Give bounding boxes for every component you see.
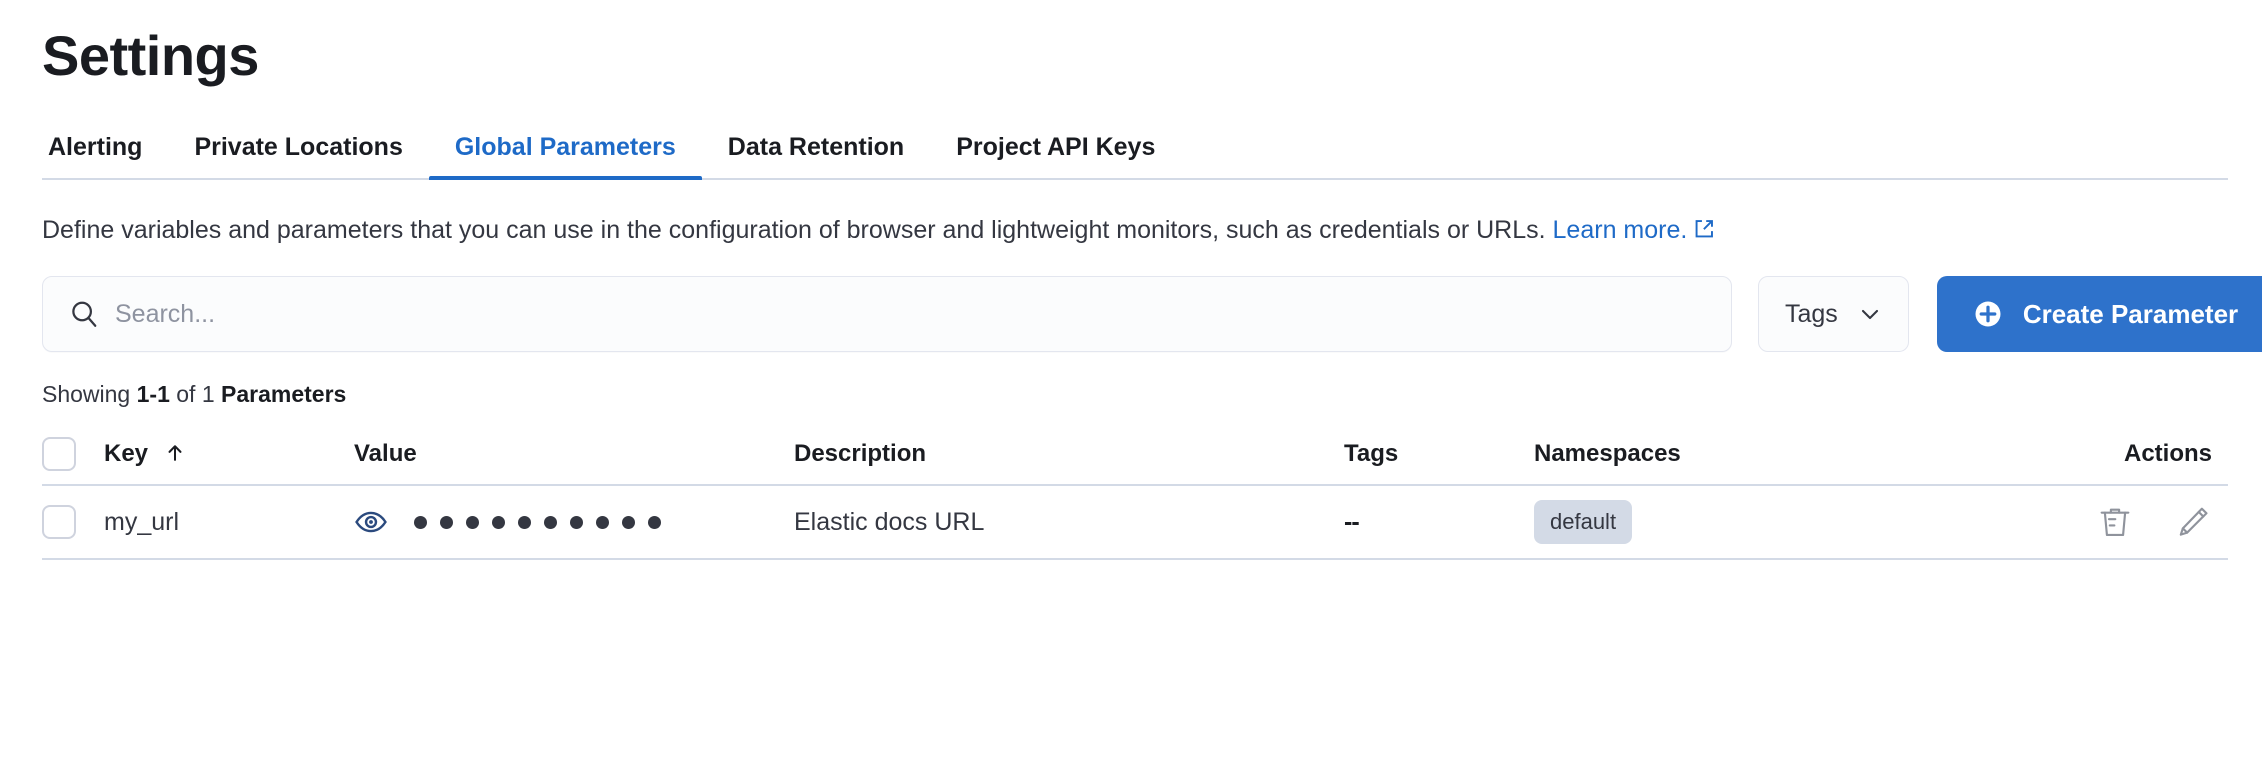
create-parameter-button[interactable]: Create Parameter — [1936, 276, 2262, 352]
column-header-value-label: Value — [354, 440, 417, 467]
column-header-actions-label: Actions — [2123, 440, 2212, 467]
tab-private-locations[interactable]: Private Locations — [168, 132, 428, 178]
table-header-row: Key Value Description Tags Namespaces — [42, 424, 2228, 486]
column-header-key[interactable]: Key — [104, 440, 354, 468]
row-select-cell — [42, 505, 104, 539]
row-select-checkbox[interactable] — [42, 505, 76, 539]
column-header-value[interactable]: Value — [354, 440, 794, 468]
column-header-key-label: Key — [104, 440, 149, 467]
tab-global-parameters[interactable]: Global Parameters — [428, 132, 702, 180]
cell-description-value: Elastic docs URL — [794, 507, 985, 536]
tab-project-api-keys-label: Project API Keys — [956, 133, 1156, 161]
cell-key: my_url — [104, 508, 354, 537]
plus-circle-icon — [1973, 299, 2003, 329]
search-input[interactable] — [113, 276, 1670, 352]
results-suffix: Parameters — [221, 381, 347, 407]
namespace-badge: default — [1534, 500, 1633, 544]
cell-tags: -- — [1344, 508, 1534, 537]
tab-data-retention-label: Data Retention — [727, 133, 905, 161]
tab-alerting[interactable]: Alerting — [42, 132, 168, 178]
description-text: Define variables and parameters that you… — [42, 206, 2222, 254]
select-all-cell — [42, 437, 104, 471]
parameters-table: Key Value Description Tags Namespaces — [42, 424, 2228, 560]
tab-alerting-label: Alerting — [48, 133, 143, 161]
trash-icon[interactable] — [2096, 503, 2134, 541]
tab-data-retention[interactable]: Data Retention — [702, 132, 930, 178]
tab-global-parameters-label: Global Parameters — [454, 133, 676, 161]
column-header-description[interactable]: Description — [794, 440, 1344, 468]
learn-more-link[interactable]: Learn more. — [1553, 216, 1716, 244]
cell-tags-value: -- — [1344, 507, 1360, 536]
tab-project-api-keys[interactable]: Project API Keys — [930, 132, 1181, 178]
controls-row: Tags Create Parameter — [42, 276, 2262, 352]
cell-namespaces: default — [1534, 500, 2034, 544]
search-box[interactable] — [42, 276, 1732, 352]
column-header-tags[interactable]: Tags — [1344, 440, 1534, 468]
learn-more-label: Learn more. — [1552, 216, 1688, 244]
column-header-tags-label: Tags — [1344, 440, 1399, 467]
external-link-icon — [1693, 218, 1715, 240]
results-prefix: Showing — [42, 381, 137, 407]
select-all-checkbox[interactable] — [42, 437, 76, 471]
chevron-down-icon — [1858, 302, 1882, 326]
create-parameter-label: Create Parameter — [2022, 298, 2239, 329]
column-header-description-label: Description — [794, 440, 927, 467]
tags-filter-label: Tags — [1785, 299, 1838, 328]
settings-page: Settings Alerting Private Locations Glob… — [0, 16, 2262, 770]
table-row: my_url Elastic docs URL -- defau — [42, 486, 2228, 560]
page-title: Settings — [42, 24, 259, 87]
arrow-up-icon — [165, 442, 185, 462]
description-body: Define variables and parameters that you… — [42, 216, 1553, 244]
tab-private-locations-label: Private Locations — [194, 133, 403, 161]
results-middle: of 1 — [169, 381, 222, 407]
column-header-namespaces-label: Namespaces — [1534, 440, 1681, 467]
pencil-icon[interactable] — [2174, 503, 2212, 541]
column-header-actions: Actions — [2034, 440, 2228, 468]
cell-value — [354, 505, 794, 539]
cell-description: Elastic docs URL — [794, 508, 1344, 537]
settings-tabs: Alerting Private Locations Global Parame… — [42, 118, 2228, 180]
masked-value — [414, 515, 661, 529]
tags-filter-button[interactable]: Tags — [1758, 276, 1909, 352]
results-range: 1-1 — [136, 381, 170, 407]
eye-icon[interactable] — [354, 505, 388, 539]
cell-key-value: my_url — [104, 507, 180, 536]
search-icon — [69, 299, 99, 329]
results-count: Showing 1-1 of 1 Parameters — [42, 380, 2238, 408]
column-header-namespaces[interactable]: Namespaces — [1534, 440, 2034, 468]
cell-actions — [2034, 503, 2228, 541]
